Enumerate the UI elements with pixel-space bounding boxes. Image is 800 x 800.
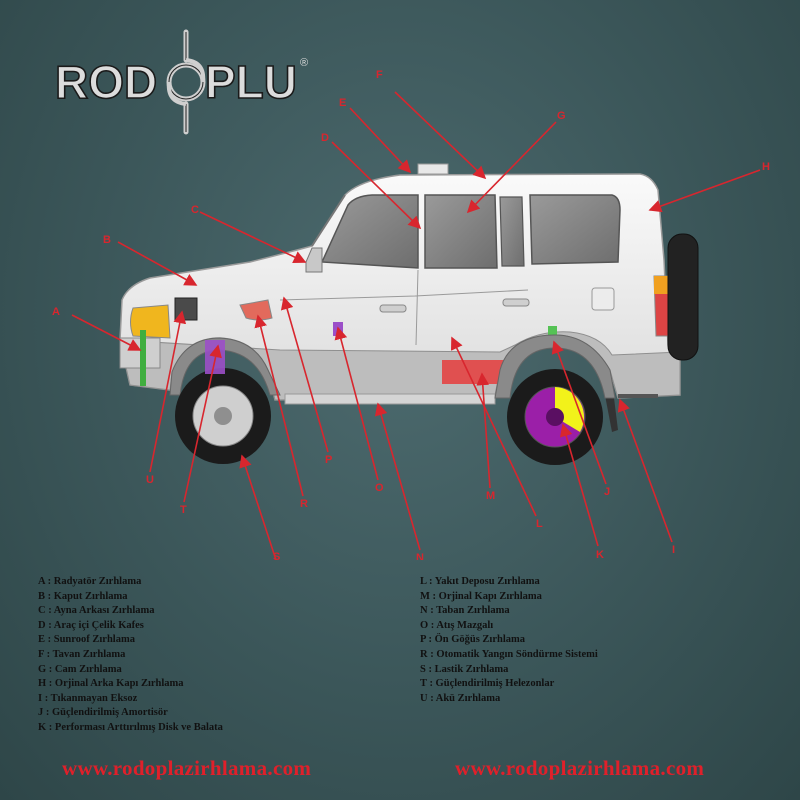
legend-item: E : Sunroof Zırhlama [38, 634, 135, 646]
legend-item: C : Ayna Arkası Zırhlama [38, 605, 155, 617]
logo-text-right: PLU [205, 56, 297, 108]
arrow-u [149, 310, 187, 473]
arrow-b [117, 241, 198, 286]
callout-label-j: J [604, 486, 610, 498]
callout-arrows [71, 91, 761, 560]
legend-right-column: L : Yakıt Deposu Zırhlama M : Orjinal Ka… [420, 575, 598, 706]
callout-label-l: L [536, 518, 543, 530]
legend-item: B : Kaput Zırhlama [38, 590, 128, 602]
legend-item: T : Güçlendirilmiş Helezonlar [420, 678, 555, 690]
legend-item: I : Tıkanmayan Eksoz [38, 692, 138, 704]
callout-label-e: E [339, 97, 346, 109]
rear-armor-marker [548, 326, 557, 340]
arrow-h [648, 169, 761, 213]
spare-tire [667, 233, 699, 361]
arrow-r [254, 314, 304, 497]
callout-label-u: U [146, 474, 154, 486]
callout-label-i: I [672, 544, 675, 556]
legend-item: R : Otomatik Yangın Söndürme Sistemi [420, 648, 598, 660]
legend-item: P : Ön Göğüs Zırhlama [420, 634, 526, 646]
pillar-window [499, 196, 525, 267]
arrow-p [280, 296, 329, 453]
fuel-cap [591, 287, 615, 311]
legend-item: N : Taban Zırhlama [420, 605, 510, 617]
exhaust [618, 394, 658, 398]
legend-item: G : Cam Zırhlama [38, 663, 122, 675]
arrow-k [559, 423, 599, 547]
front-door-handle [379, 304, 407, 313]
callout-label-n: N [416, 552, 424, 560]
callout-label-d: D [321, 132, 329, 144]
arrow-i [617, 398, 673, 543]
callout-label-c: C [191, 204, 199, 216]
arrow-a [71, 314, 142, 351]
arrow-j [551, 340, 607, 485]
tail-light-amber [654, 276, 668, 294]
suv-illustration [119, 163, 699, 465]
legend-item: O : Atış Mazgalı [420, 619, 494, 631]
callout-label-b: B [103, 234, 111, 246]
callout-label-r: R [300, 498, 308, 510]
legend-item: H : Orjinal Arka Kapı Zırhlama [38, 678, 184, 690]
logo-text-left: ROD [55, 56, 157, 108]
mud-flap [604, 390, 618, 432]
callout-label-m: M [486, 490, 495, 502]
brand-logo: ROD PLU ® [54, 29, 308, 135]
legend-item: A : Radyatör Zırhlama [38, 576, 142, 587]
headlight [130, 304, 171, 339]
arrow-e [349, 107, 412, 174]
website-link-left[interactable]: www.rodoplazirhlama.com [62, 756, 312, 780]
legend-item: K : Performası Arttırılmış Disk ve Balat… [38, 721, 223, 733]
battery-icon [174, 297, 198, 321]
arrow-d [331, 141, 422, 230]
windshield-edge [311, 194, 346, 247]
front-wheel [169, 337, 281, 464]
legend-item: U : Akü Zırhlama [420, 692, 501, 704]
website-link-right[interactable]: www.rodoplazirhlama.com [455, 756, 705, 780]
callout-label-k: K [596, 549, 604, 560]
legend-item: M : Orjinal Kapı Zırhlama [420, 590, 542, 602]
legend-item: F : Tavan Zırhlama [38, 648, 126, 660]
radiator-armor-marker [140, 330, 146, 386]
arrow-n [374, 402, 421, 551]
sunroof-rail [417, 163, 449, 175]
legend-item: J : Güçlendirilmiş Amortisör [38, 707, 168, 719]
callout-label-f: F [376, 69, 383, 81]
legend-item: S : Lastik Zırhlama [420, 663, 509, 675]
logo-emblem-icon [166, 29, 206, 135]
arrow-s [239, 454, 277, 560]
callout-label-a: A [52, 306, 60, 318]
callout-label-o: O [375, 482, 384, 494]
legend-item: D : Araç içi Çelik Kafes [38, 619, 144, 631]
rear-door-handle [502, 298, 530, 307]
rear-wheel [494, 334, 616, 465]
legend-left-column: A : Radyatör Zırhlama B : Kaput Zırhlama… [38, 575, 223, 736]
door-lines [279, 269, 529, 346]
arrow-o [334, 326, 379, 481]
side-mirror [305, 247, 323, 273]
logo-registered-mark: ® [300, 57, 308, 69]
arrow-m [476, 372, 491, 489]
arrow-c [199, 211, 307, 263]
callout-label-h: H [762, 161, 770, 173]
arrow-t [183, 344, 222, 503]
rear-quarter-window [529, 194, 621, 265]
callout-label-t: T [180, 504, 187, 516]
arrow-g [466, 121, 557, 214]
armored-suv-diagram: ROD PLU ® [52, 29, 770, 560]
legend-item: L : Yakıt Deposu Zırhlama [420, 576, 540, 587]
side-step [284, 393, 496, 405]
front-window [320, 194, 419, 269]
arrow-l [450, 336, 537, 517]
rear-door-window [424, 194, 498, 269]
callout-letters: A B C D E F G H I J K L M N O P R S T U [52, 69, 770, 560]
callout-label-s: S [273, 551, 280, 560]
callout-label-g: G [557, 110, 566, 122]
arrow-f [394, 91, 487, 180]
callout-label-p: P [325, 454, 332, 466]
